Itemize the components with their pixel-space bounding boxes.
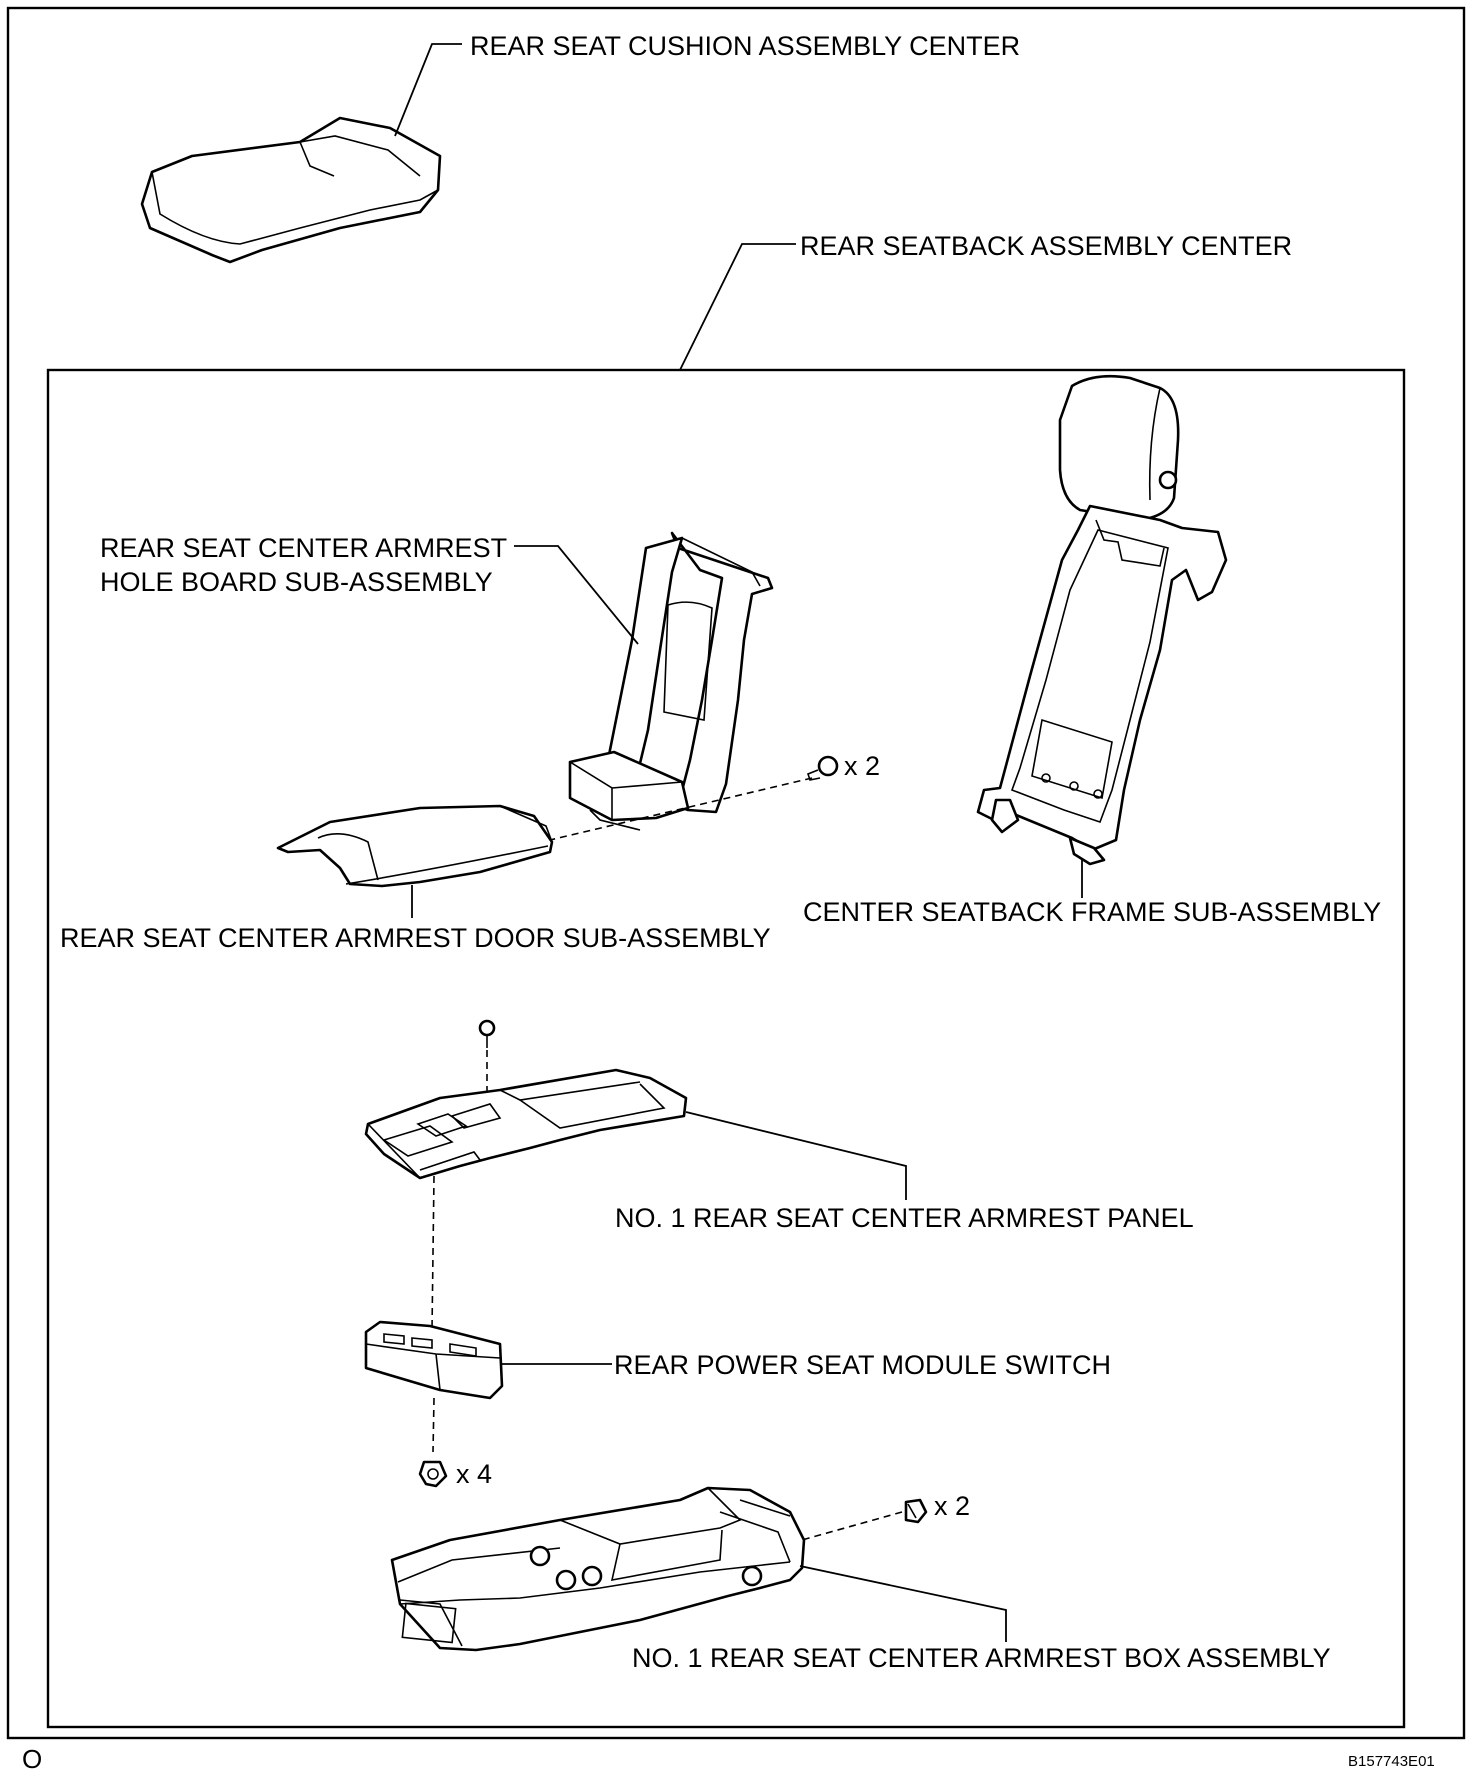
seatback-group-frame: [46, 368, 1406, 1729]
rear-seat-cushion-drawing: [140, 116, 442, 264]
clip-icon: [807, 755, 839, 781]
cushion-leader: [394, 43, 462, 137]
panel-leader: [685, 1111, 907, 1200]
cushion-label: REAR SEAT CUSHION ASSEMBLY CENTER: [470, 31, 1020, 61]
seatback-label: REAR SEATBACK ASSEMBLY CENTER: [800, 231, 1292, 261]
panel-label: NO. 1 REAR SEAT CENTER ARMREST PANEL: [615, 1203, 1194, 1233]
armrest-door-drawing: [276, 804, 554, 888]
armrest-panel-drawing: [364, 1068, 688, 1180]
armrest-hole-board-drawing: [568, 531, 774, 831]
armrest-door-label: REAR SEAT CENTER ARMREST DOOR SUB-ASSEMB…: [60, 923, 771, 953]
seatback-leader: [679, 243, 796, 371]
switch-screw-dashed-line: [432, 1397, 435, 1453]
corner-mark: O: [22, 1744, 42, 1774]
box-clip-quantity: x 2: [934, 1491, 970, 1521]
hole-board-label-line2: HOLE BOARD SUB-ASSEMBLY: [100, 567, 493, 597]
screw-icon: [478, 1019, 496, 1048]
hole-board-leader: [514, 545, 639, 645]
box-clip-icon: [904, 1498, 928, 1524]
switch-screw-quantity: x 4: [456, 1459, 492, 1489]
switch-label: REAR POWER SEAT MODULE SWITCH: [614, 1350, 1111, 1380]
frame-label: CENTER SEATBACK FRAME SUB-ASSEMBLY: [803, 897, 1381, 927]
box-leader: [799, 1565, 1007, 1642]
box-label: NO. 1 REAR SEAT CENTER ARMREST BOX ASSEM…: [632, 1643, 1331, 1673]
figure-id: B157743E01: [1348, 1753, 1435, 1770]
armrest-box-drawing: [390, 1486, 806, 1652]
door-clip-dashed-line: [549, 777, 813, 841]
module-switch-drawing: [364, 1320, 504, 1400]
box-clip-dashed-line: [801, 1511, 903, 1541]
center-seatback-frame-drawing: [976, 374, 1228, 866]
outer-frame: [6, 6, 1466, 1740]
door-clip-quantity: x 2: [844, 751, 880, 781]
panel-switch-dashed-line: [431, 1175, 435, 1331]
hole-board-label-line1: REAR SEAT CENTER ARMREST: [100, 533, 507, 563]
bolt-icon: [418, 1460, 448, 1488]
